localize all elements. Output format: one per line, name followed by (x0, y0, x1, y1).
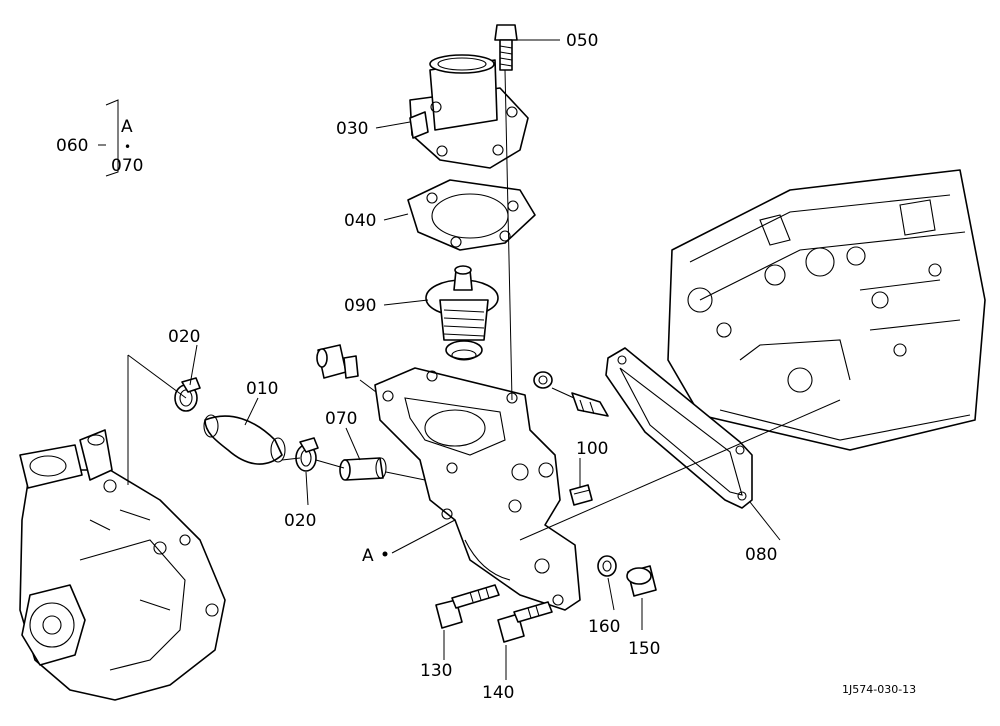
bolt-130 (435, 584, 500, 629)
callout-150: 150 (628, 639, 660, 659)
sensor-fitting (533, 371, 609, 417)
callout-160: 160 (588, 617, 620, 637)
callout-020-lower: 020 (284, 511, 316, 531)
callout-040: 040 (344, 211, 376, 231)
plug-150 (626, 565, 657, 597)
fitting-upper-left (316, 344, 359, 379)
callout-100: 100 (576, 439, 608, 459)
callout-050: 050 (566, 31, 598, 51)
callout-130: 130 (420, 661, 452, 681)
bolt-050 (494, 24, 518, 71)
hose-010 (203, 414, 286, 465)
callout-080: 080 (745, 545, 777, 565)
water-pump (19, 429, 226, 701)
point-a-label: A (362, 546, 374, 566)
set-legend-separator: • (124, 140, 131, 154)
hose-clamp-020-lower (295, 437, 319, 472)
point-a-marker (382, 551, 388, 557)
cylinder-head (667, 169, 986, 451)
set-legend-first: A (121, 117, 133, 137)
callout-010: 010 (246, 379, 278, 399)
hose-clamp-020-upper (174, 377, 201, 412)
callout-090: 090 (344, 296, 376, 316)
thermostat-090 (425, 265, 499, 361)
set-legend-second: 070 (111, 156, 143, 176)
bolt-140 (497, 601, 553, 643)
gasket-040 (407, 179, 536, 251)
leader-lines (98, 39, 841, 680)
gasket-080 (605, 347, 753, 509)
plug-100 (569, 484, 593, 506)
reference-code: 1J574-030-13 (842, 683, 916, 696)
set-legend-number: 060 (56, 136, 88, 156)
thermostat-housing (374, 367, 581, 611)
callout-070: 070 (325, 409, 357, 429)
pipe-070 (339, 457, 387, 481)
washer-160 (597, 555, 617, 577)
callout-140: 140 (482, 683, 514, 703)
callout-020-upper: 020 (168, 327, 200, 347)
callout-030: 030 (336, 119, 368, 139)
thermostat-cover-030 (409, 54, 529, 169)
